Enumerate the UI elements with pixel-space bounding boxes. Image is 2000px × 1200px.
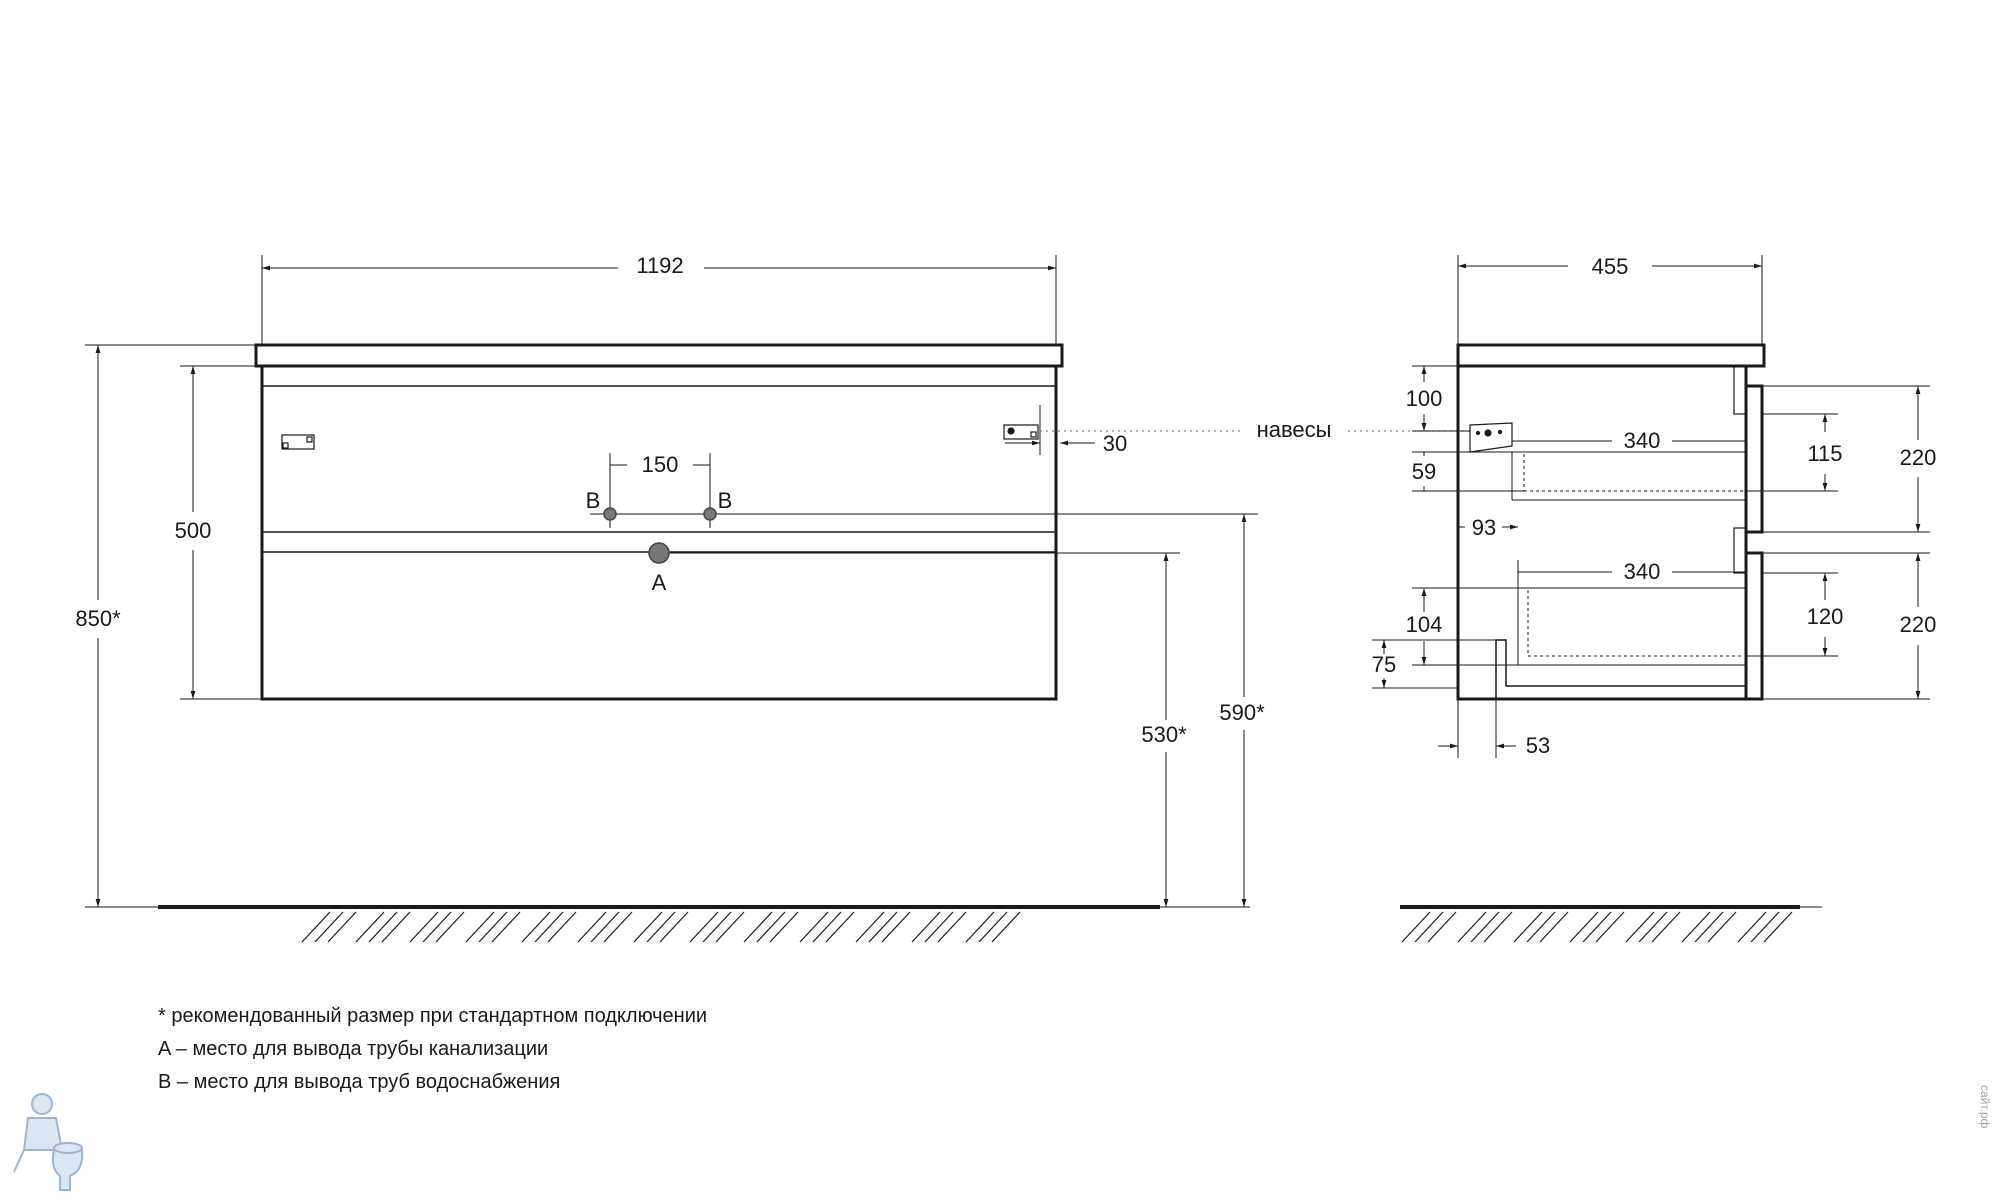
side-back-cutout bbox=[1495, 639, 1746, 699]
pipe-a-label: A bbox=[652, 570, 667, 595]
side-drawer1-front-height-dim: 220 bbox=[1900, 445, 1937, 470]
hanger-offset-dim: 30 bbox=[1103, 431, 1127, 456]
side-floor-hatch bbox=[1401, 911, 1793, 943]
side-drawer1-offset-dim: 59 bbox=[1412, 459, 1436, 484]
side-cabinet-body bbox=[1456, 366, 1748, 701]
hangers-label: навесы bbox=[1257, 417, 1332, 442]
note-recommended: * рекомендованный размер при стандартном… bbox=[158, 1005, 708, 1027]
side-drawer-setback-dim: 93 bbox=[1472, 515, 1496, 540]
side-depth-dim: 455 bbox=[1592, 254, 1629, 279]
side-drawer-front-lower bbox=[1744, 551, 1764, 701]
front-floor-hatch bbox=[301, 911, 1021, 943]
side-cutout-width-dim: 53 bbox=[1526, 733, 1550, 758]
side-drawer-lower bbox=[1512, 560, 1746, 666]
pipe-b-right-label: B bbox=[718, 488, 733, 513]
front-hanger-right bbox=[1003, 424, 1039, 440]
side-drawer1-inner-height-dim: 115 bbox=[1807, 441, 1842, 466]
pipe-a bbox=[648, 542, 670, 564]
note-pipe-a: A – место для вывода трубы канализации bbox=[158, 1038, 549, 1060]
side-drawer2-depth-dim: 340 bbox=[1624, 559, 1661, 584]
watermark: сайт.рф bbox=[1978, 1085, 1992, 1129]
front-body-height-dim: 500 bbox=[175, 518, 212, 543]
front-view bbox=[85, 255, 1470, 943]
side-drawer2-inner-height-dim: 120 bbox=[1807, 604, 1844, 629]
side-countertop bbox=[1456, 343, 1766, 368]
side-drawer-upper bbox=[1511, 451, 1746, 501]
note-pipe-b: B – место для вывода труб водоснабжения bbox=[158, 1071, 561, 1093]
front-width-dim: 1192 bbox=[636, 253, 683, 278]
side-hanger-top-dim: 100 bbox=[1406, 386, 1443, 411]
pipe-b-height-dim: 590* bbox=[1219, 700, 1265, 725]
pipe-a-height-dim: 530* bbox=[1141, 722, 1187, 747]
side-cutout-bottom-dim: 75 bbox=[1372, 652, 1396, 677]
front-total-height-dim: 850* bbox=[75, 606, 121, 631]
notes: * рекомендованный размер при стандартном… bbox=[158, 1000, 707, 1099]
pipe-b-right bbox=[703, 507, 717, 521]
side-drawer1-depth-dim: 340 bbox=[1624, 428, 1661, 453]
pipe-b-left-label: B bbox=[586, 488, 601, 513]
side-drawer-front-upper bbox=[1744, 384, 1764, 534]
front-countertop bbox=[254, 343, 1064, 368]
pipe-b-spacing-dim: 150 bbox=[642, 452, 679, 477]
side-hanger bbox=[1469, 422, 1513, 453]
side-view bbox=[1372, 255, 1930, 943]
side-cutout-height-dim: 104 bbox=[1406, 612, 1443, 637]
plumber-mascot-logo bbox=[13, 1093, 84, 1191]
side-drawer2-front-height-dim: 220 bbox=[1900, 612, 1937, 637]
front-hanger-left bbox=[281, 434, 315, 450]
pipe-b-left bbox=[603, 507, 617, 521]
